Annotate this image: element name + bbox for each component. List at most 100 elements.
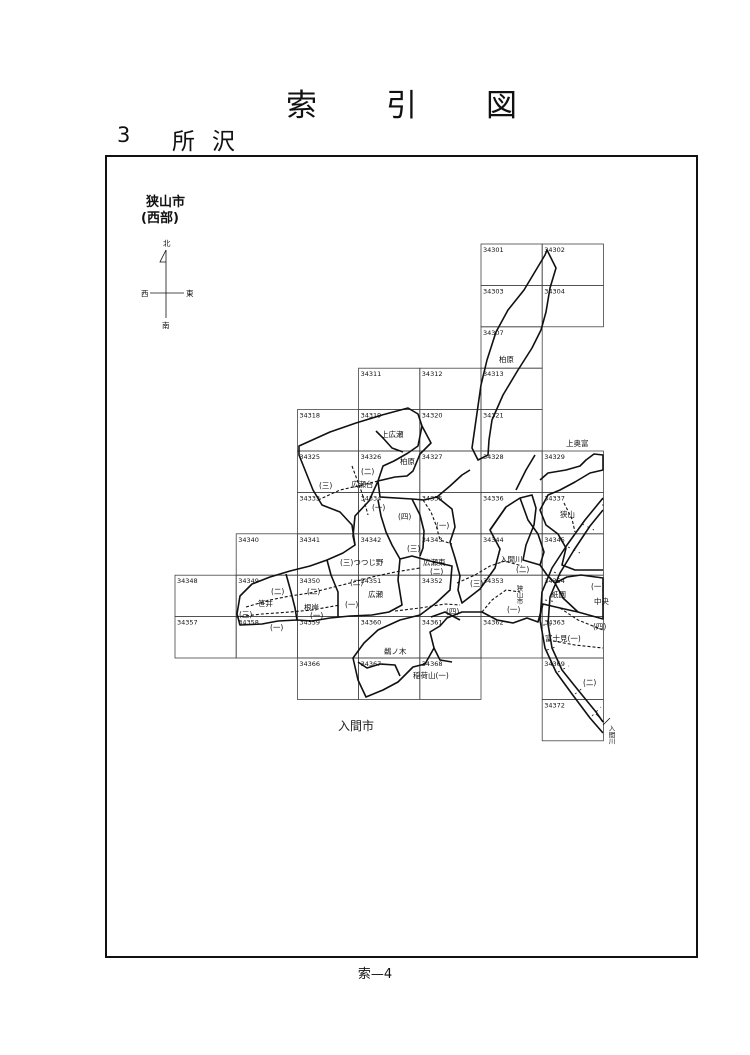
subdistrict-dashed-lines: [235, 465, 604, 649]
map-sheet-number: 34328: [483, 453, 504, 461]
map-sheet-number: 34313: [483, 370, 504, 378]
map-sheet-number: 34353: [483, 577, 504, 585]
place-label: 広瀬台: [351, 479, 374, 489]
map-sheet-34366[interactable]: 34366: [296, 657, 359, 700]
compass-east: 東: [186, 288, 194, 298]
place-label: 入間川: [607, 725, 615, 745]
place-label: (三)つつじ野: [340, 558, 384, 567]
map-sheet-34313[interactable]: 34313: [480, 367, 543, 411]
map-sheet-number: 34345: [544, 536, 565, 544]
map-sheet-34304[interactable]: 34304: [541, 284, 604, 328]
map-sheet-number: 34312: [422, 370, 443, 378]
title-char-2: 引: [386, 88, 417, 124]
map-sheet-number: 34366: [299, 660, 320, 668]
district-boundaries: [236, 249, 611, 734]
place-label: 中央: [594, 596, 609, 606]
map-sheet-34340[interactable]: 34340: [235, 533, 298, 576]
place-label: (二): [307, 587, 320, 596]
map-sheet-number: 34360: [361, 619, 382, 627]
place-label: (一): [345, 600, 358, 609]
place-label: (一): [372, 503, 385, 512]
neighbor-city-label: 狭山市: [145, 194, 185, 210]
map-sheet-number: 34304: [544, 287, 565, 295]
map-sheet-number: 34318: [299, 412, 320, 420]
map-sheet-number: 34319: [361, 412, 382, 420]
map-sheet-number: 34336: [483, 494, 504, 502]
map-sheet-number: 34311: [361, 370, 382, 378]
map-sheet-34357[interactable]: 34357: [174, 616, 237, 659]
compass-south: 南: [162, 320, 170, 330]
map-sheet-number: 34301: [483, 246, 504, 254]
map-sheet-34318[interactable]: 34318: [296, 409, 359, 452]
place-label: (二): [361, 467, 374, 476]
page-footer: 索—4: [357, 967, 393, 982]
map-sheet-number: 34357: [177, 619, 198, 627]
map-sheet-number: 34329: [544, 453, 565, 461]
map-sheet-number: 34363: [544, 619, 565, 627]
place-label: 広瀬: [368, 589, 383, 599]
map-sheet-number: 34333: [299, 494, 320, 502]
map-sheet-number: 34326: [361, 453, 382, 461]
compass-icon: 北 西 東 南: [141, 239, 194, 330]
title-char-1: 索: [286, 88, 317, 124]
place-labels: 柏原上奥富上広瀬柏原(二)広瀬台(三)(一)(四)狭山(一)(三)入間川(二)(…: [239, 354, 615, 745]
place-label: (四): [398, 512, 411, 521]
compass-west: 西: [141, 289, 149, 298]
place-label: 入間川: [500, 555, 523, 564]
map-sheet-34301[interactable]: 34301: [480, 243, 543, 286]
map-sheet-34359[interactable]: 34359: [296, 616, 359, 659]
map-sheet-number: 34341: [299, 536, 320, 544]
place-label: (一): [591, 582, 604, 591]
map-sheet-number: 34320: [422, 412, 443, 420]
map-sheet-34361[interactable]: 34361: [419, 616, 482, 659]
map-sheet-34311[interactable]: 34311: [358, 367, 421, 411]
map-sheet-number: 34337: [544, 494, 565, 502]
place-label: (三): [407, 544, 420, 553]
map-sheet-34333[interactable]: 34333: [296, 491, 359, 535]
section-name: 所沢: [172, 129, 252, 155]
place-label: (二): [516, 565, 529, 574]
map-sheet-number: 34354: [544, 577, 565, 585]
map-frame: [105, 155, 698, 958]
map-sheet-number: 34342: [361, 536, 382, 544]
map-sheet-number: 34340: [238, 536, 259, 544]
place-label: 上広瀬: [381, 429, 404, 439]
map-sheet-34312[interactable]: 34312: [419, 367, 482, 411]
place-label: (二): [430, 567, 443, 576]
place-label: (三): [239, 610, 252, 619]
map-sheet-number: 34358: [238, 619, 259, 627]
place-label: (一): [270, 623, 283, 632]
place-label: 柏原: [499, 354, 514, 364]
map-sheet-34368[interactable]: 34368: [419, 657, 482, 700]
place-label: (三): [319, 481, 332, 490]
compass-north: 北: [163, 239, 171, 248]
place-label: 稲荷山(一): [413, 670, 449, 680]
place-label: 柏原: [400, 456, 415, 466]
place-label: 笹井: [258, 598, 273, 608]
map-sheet-number: 34361: [422, 619, 443, 627]
map-sheet-34302[interactable]: 34302: [541, 243, 604, 286]
title-char-3: 図: [486, 88, 517, 124]
place-label: (一): [310, 611, 323, 620]
place-label: 紙園: [551, 589, 566, 599]
place-label: (二): [583, 678, 596, 687]
place-label: 富士見(一): [545, 633, 581, 643]
map-sheet-number: 34344: [483, 536, 504, 544]
place-label: (一): [507, 605, 520, 614]
index-map-title: 索 引 図: [286, 80, 526, 124]
place-label: (四): [593, 622, 606, 631]
map-sheet-number: 34351: [361, 577, 382, 585]
map-sheet-number: 34359: [299, 619, 320, 627]
place-label: 広瀬東: [423, 557, 446, 567]
map-sheet-34348[interactable]: 34348: [174, 574, 237, 618]
map-sheet-34341[interactable]: 34341: [296, 533, 359, 576]
map-sheet-number: 34368: [422, 660, 443, 668]
place-label: 狭山: [560, 509, 575, 519]
map-sheet-number: 34343: [422, 536, 443, 544]
map-sheet-34372[interactable]: 34372: [541, 699, 604, 742]
place-label: (三): [470, 579, 483, 588]
irumashi-label: 入間市: [338, 718, 374, 733]
place-label: 狭山市: [515, 584, 523, 606]
